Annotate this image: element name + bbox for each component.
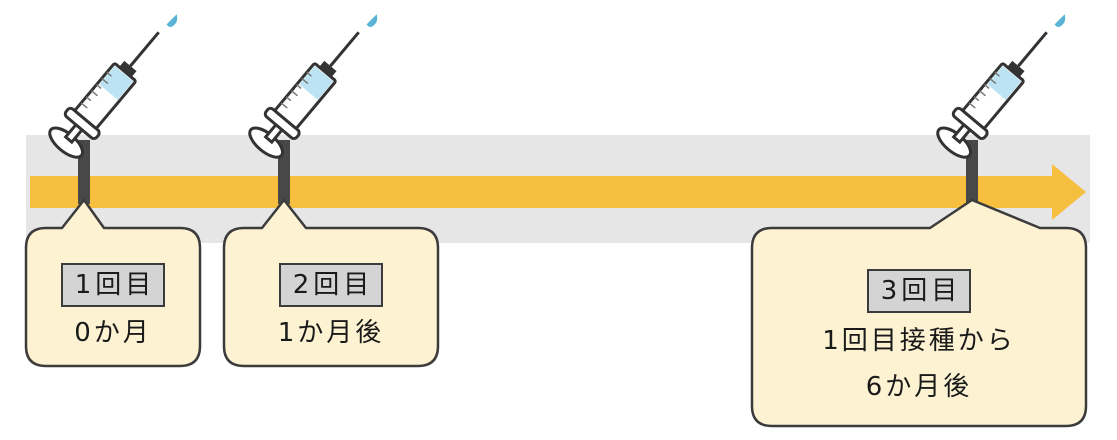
dose-timing: 1回目接種から bbox=[822, 326, 1016, 356]
dose-label: 2回目 bbox=[278, 263, 384, 307]
dose-callout-2: 2回目 1か月後 bbox=[224, 248, 438, 366]
dose-callout-1: 1回目 0か月 bbox=[26, 248, 200, 366]
timeline-arrow-head bbox=[1052, 164, 1086, 220]
timeline-arrow-shaft bbox=[30, 176, 1052, 208]
dose-label: 3回目 bbox=[866, 269, 972, 313]
dose-timing: 1か月後 bbox=[277, 318, 385, 348]
dose-callout-3: 3回目 1回目接種から 6か月後 bbox=[752, 248, 1086, 426]
dose-timing: 0か月 bbox=[74, 318, 152, 348]
callout-shape bbox=[750, 198, 1088, 428]
droplet-icon bbox=[1054, 14, 1066, 27]
droplet-icon bbox=[366, 14, 378, 27]
dose-label: 1回目 bbox=[60, 263, 166, 307]
dose-timing: 6か月後 bbox=[865, 372, 973, 402]
droplet-icon bbox=[166, 14, 178, 27]
